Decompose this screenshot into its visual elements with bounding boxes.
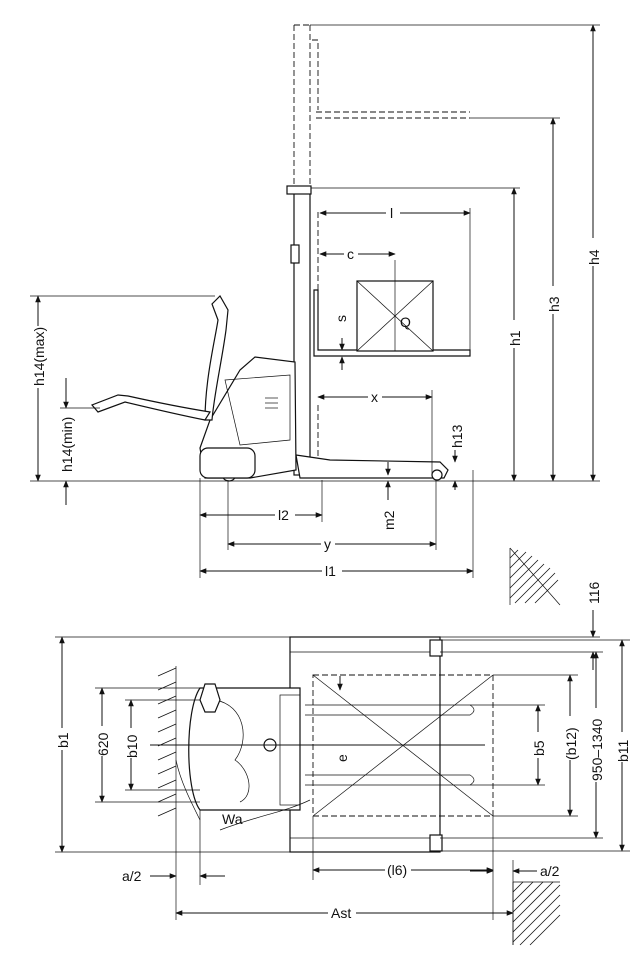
mast-top bbox=[286, 185, 312, 195]
dim-b12-label: (b12) bbox=[563, 727, 579, 760]
tiller-lowered bbox=[90, 394, 211, 421]
dim-wa-label: Wa bbox=[222, 811, 243, 827]
side-wall-hatch bbox=[509, 547, 561, 606]
dim-h14max-label: h14(max) bbox=[31, 327, 47, 386]
dim-l1-label: l1 bbox=[325, 563, 336, 579]
drive-housing bbox=[199, 447, 256, 479]
dim-h13-label: h13 bbox=[449, 424, 465, 448]
dim-l-label: l bbox=[390, 205, 393, 221]
dim-h14min-label: h14(min) bbox=[59, 417, 75, 472]
body-contour bbox=[214, 699, 250, 803]
dim-a2left-label: a/2 bbox=[122, 868, 142, 884]
mast-block bbox=[290, 244, 300, 264]
dim-x-label: x bbox=[371, 389, 378, 405]
wa-line bbox=[219, 799, 311, 831]
dim-m2-label: m2 bbox=[381, 510, 397, 530]
top-right-wall bbox=[512, 881, 561, 946]
base-legs bbox=[295, 454, 449, 479]
dim-h1-label: h1 bbox=[507, 330, 523, 346]
top-left-wall bbox=[157, 666, 177, 820]
wheel-bottom bbox=[429, 834, 443, 852]
dim-y-label: y bbox=[324, 536, 331, 552]
dim-b11-label: b11 bbox=[615, 739, 631, 762]
truck-top-body bbox=[188, 687, 301, 811]
dim-b5-label: b5 bbox=[531, 740, 547, 756]
dim-h3-label: h3 bbox=[546, 296, 562, 312]
wheel-top bbox=[429, 639, 443, 657]
dim-h4-label: h4 bbox=[586, 249, 602, 265]
dim-c-label: c bbox=[347, 246, 354, 262]
raised-mast bbox=[293, 24, 311, 190]
mast bbox=[293, 189, 311, 476]
dim-range-label: 950–1340 bbox=[589, 718, 605, 781]
dim-a2right-label: a/2 bbox=[540, 863, 560, 879]
mast-top-view bbox=[279, 694, 301, 806]
body-panel bbox=[224, 374, 291, 446]
dim-620-label: 620 bbox=[95, 732, 111, 756]
dim-116-label: 116 bbox=[586, 581, 602, 604]
dim-l2-label: l2 bbox=[278, 507, 289, 523]
side-view: Q l c s x bbox=[30, 24, 602, 606]
top-view: 116 bbox=[54, 581, 631, 946]
dim-b1-label: b1 bbox=[55, 732, 71, 748]
load-q-label: Q bbox=[400, 314, 411, 330]
dim-l6-label: (l6) bbox=[387, 862, 407, 878]
dim-s-label: s bbox=[333, 315, 349, 322]
dim-e-label: e bbox=[334, 754, 350, 762]
tiller-raised bbox=[204, 295, 229, 421]
dim-ast-label: Ast bbox=[331, 905, 351, 921]
dim-b10-label: b10 bbox=[124, 734, 140, 758]
load-wheel bbox=[431, 469, 443, 481]
raised-fork bbox=[312, 39, 470, 119]
